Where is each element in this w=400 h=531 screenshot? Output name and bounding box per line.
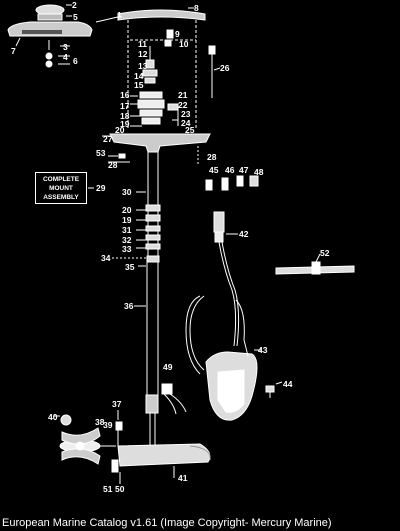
part-label-40: 40 bbox=[48, 412, 58, 422]
part-label-24: 24 bbox=[181, 118, 191, 128]
part-label-35: 35 bbox=[125, 262, 135, 272]
part-label-12: 12 bbox=[138, 49, 148, 59]
complete-mount-assembly-callout: COMPLETE MOUNT ASSEMBLY bbox=[35, 172, 87, 204]
cable-tie bbox=[208, 45, 221, 98]
part-label-47: 47 bbox=[239, 165, 249, 175]
part-label-3: 3 bbox=[63, 42, 68, 52]
part-label-52: 52 bbox=[320, 248, 330, 258]
callout-line-3: ASSEMBLY bbox=[43, 194, 79, 201]
part-label-50: 50 bbox=[115, 484, 125, 494]
part-label-6: 6 bbox=[73, 56, 78, 66]
part-label-19-shaft: 19 bbox=[122, 215, 132, 225]
part-label-42: 42 bbox=[239, 229, 249, 239]
part-label-20: 20 bbox=[115, 125, 125, 135]
part-label-43: 43 bbox=[258, 345, 268, 355]
part-label-4: 4 bbox=[63, 52, 68, 62]
upper-shaft-column bbox=[112, 152, 161, 267]
propeller bbox=[59, 427, 116, 465]
part-label-18: 18 bbox=[120, 111, 130, 121]
part-label-7: 7 bbox=[11, 46, 16, 56]
part-label-11: 11 bbox=[138, 39, 147, 49]
part-label-17: 17 bbox=[120, 101, 130, 111]
part-label-45: 45 bbox=[209, 165, 219, 175]
part-label-15: 15 bbox=[134, 80, 144, 90]
lower-shaft bbox=[134, 262, 159, 445]
callout-line-2: MOUNT bbox=[49, 185, 73, 192]
foot-pedal bbox=[185, 295, 262, 421]
part-label-25: 25 bbox=[185, 125, 195, 135]
part-label-53: 53 bbox=[96, 148, 106, 158]
part-label-8: 8 bbox=[194, 3, 199, 13]
part-label-13: 13 bbox=[138, 61, 148, 71]
head-housing-top bbox=[95, 7, 206, 128]
part-label-19: 19 bbox=[120, 119, 130, 129]
part-label-16: 16 bbox=[120, 90, 130, 100]
callout-line-1: COMPLETE bbox=[42, 176, 80, 183]
part-label-38: 38 bbox=[95, 417, 105, 427]
prop-nut bbox=[54, 414, 72, 426]
mount-bracket bbox=[102, 133, 211, 164]
part-label-32: 32 bbox=[122, 235, 132, 245]
part-label-14: 14 bbox=[134, 71, 144, 81]
pedal-accessory bbox=[265, 381, 283, 398]
part-label-29: 29 bbox=[96, 183, 106, 193]
part-label-22: 22 bbox=[178, 100, 188, 110]
part-label-51: 51 bbox=[103, 484, 113, 494]
part-label-23: 23 bbox=[181, 109, 191, 119]
wiring-harness bbox=[213, 211, 240, 347]
part-label-9: 9 bbox=[175, 29, 180, 39]
part-label-28-right: 28 bbox=[207, 152, 217, 162]
strap bbox=[275, 253, 355, 275]
part-label-2: 2 bbox=[72, 0, 77, 10]
part-label-44: 44 bbox=[283, 379, 293, 389]
battery-connector bbox=[161, 383, 187, 415]
part-label-41: 41 bbox=[178, 473, 188, 483]
part-label-31: 31 bbox=[122, 225, 132, 235]
part-label-20-shaft: 20 bbox=[122, 205, 132, 215]
part-label-28-left: 28 bbox=[108, 160, 118, 170]
part-label-1: 1 bbox=[117, 10, 122, 20]
part-label-46: 46 bbox=[225, 165, 235, 175]
part-label-5: 5 bbox=[73, 12, 78, 22]
head-cover-group bbox=[7, 4, 93, 68]
part-label-34: 34 bbox=[101, 253, 111, 263]
lower-unit-motor bbox=[111, 410, 211, 484]
part-label-39: 39 bbox=[103, 420, 113, 430]
part-label-10: 10 bbox=[179, 39, 189, 49]
internal-switch-components bbox=[130, 29, 179, 127]
part-label-30: 30 bbox=[122, 187, 132, 197]
part-label-49: 49 bbox=[163, 362, 173, 372]
part-label-27: 27 bbox=[103, 134, 113, 144]
small-hardware-45-48 bbox=[205, 175, 259, 191]
catalog-caption: European Marine Catalog v1.61 (Image Cop… bbox=[0, 515, 400, 531]
part-label-21: 21 bbox=[178, 90, 188, 100]
part-label-48: 48 bbox=[254, 167, 264, 177]
part-label-37: 37 bbox=[112, 399, 122, 409]
part-label-26: 26 bbox=[220, 63, 230, 73]
part-label-36: 36 bbox=[124, 301, 134, 311]
part-label-33: 33 bbox=[122, 244, 132, 254]
